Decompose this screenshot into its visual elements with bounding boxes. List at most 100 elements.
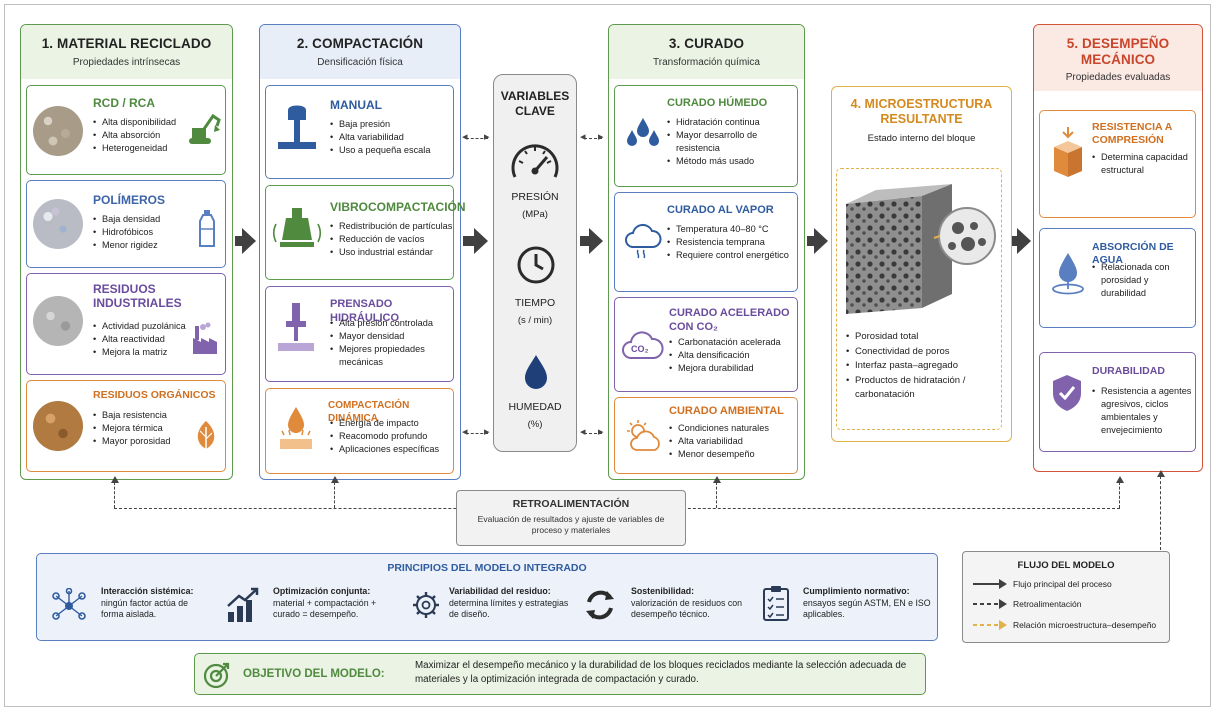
card-curado-humedo: CURADO HÚMEDO Hidratación continua Mayor… bbox=[614, 85, 798, 187]
drops-icon bbox=[627, 118, 659, 146]
growth-chart-icon bbox=[227, 587, 259, 622]
card-bullets: Alta presión controlada Mayor densidad M… bbox=[330, 317, 448, 369]
flow-arrow bbox=[235, 236, 243, 246]
network-icon bbox=[52, 588, 86, 620]
hand-tamper-icon bbox=[278, 105, 316, 149]
column-title: 3. CURADO bbox=[668, 36, 745, 51]
co2-label: CO₂ bbox=[631, 344, 649, 354]
column-header: 1. MATERIAL RECICLADO Propiedades intrín… bbox=[21, 25, 232, 79]
flow-arrow bbox=[807, 236, 815, 246]
legend-title: FLUJO DEL MODELO bbox=[1017, 560, 1115, 571]
link-arrow-label: ▸ bbox=[598, 131, 604, 143]
bullet: Mejora durabilidad bbox=[669, 362, 781, 375]
feedback-arrow-head bbox=[111, 476, 119, 483]
bullet: Mejora la matriz bbox=[93, 346, 186, 359]
water-absorb-icon bbox=[1052, 253, 1084, 295]
flow-arrow bbox=[463, 236, 475, 246]
flow-arrow-head bbox=[474, 228, 488, 254]
column-subtitle: Densificación física bbox=[317, 57, 403, 68]
card-residuos-organicos: RESIDUOS ORGÁNICOS Baja resistencia Mejo… bbox=[26, 380, 226, 472]
bullet: Condiciones naturales bbox=[669, 422, 769, 435]
card-bullets: Hidratación continua Mayor desarrollo de… bbox=[667, 116, 791, 168]
bullet: Aplicaciones específicas bbox=[330, 443, 439, 456]
card-curado-acelerado-co2: CO₂ CURADO ACELERADO CON CO₂ Carbonataci… bbox=[614, 297, 798, 392]
target-icon bbox=[203, 662, 230, 689]
excavator-icon bbox=[189, 113, 221, 144]
column-header: 3. CURADO Transformación química bbox=[609, 25, 804, 79]
principle-text: Cumplimiento normativo: ensayos según AS… bbox=[803, 586, 931, 621]
clock-icon bbox=[517, 246, 555, 284]
card-prensado-hidraulico: PRENSADO HIDRÁULICO Alta presión control… bbox=[265, 286, 454, 382]
card-bullets: Resistencia a agentes agresivos, ciclos … bbox=[1092, 385, 1192, 437]
card-title: CURADO HÚMEDO bbox=[667, 97, 768, 109]
principles-title: PRINCIPIOS DEL MODELO INTEGRADO bbox=[387, 562, 587, 574]
link-arrow-label: ◂ bbox=[462, 131, 468, 143]
card-title: DURABILIDAD bbox=[1092, 365, 1165, 377]
card-manual: MANUAL Baja presión Alta variabilidad Us… bbox=[265, 85, 454, 179]
impact-icon bbox=[280, 407, 312, 449]
column-subtitle: Transformación química bbox=[653, 57, 760, 68]
bullet: Requiere control energético bbox=[667, 249, 791, 262]
legend-label: Flujo principal del proceso bbox=[1013, 579, 1112, 589]
variable-label: TIEMPO bbox=[514, 297, 556, 309]
card-curado-ambiental: CURADO AMBIENTAL Condiciones naturales A… bbox=[614, 397, 798, 474]
feedback-arrow-head bbox=[331, 476, 339, 483]
card-bullets: Baja presión Alta variabilidad Uso a peq… bbox=[330, 118, 430, 157]
bottle-icon bbox=[199, 210, 215, 247]
bullet: Mayor desarrollo de resistencia bbox=[667, 129, 791, 155]
card-rcd-rca: RCD / RCA Alta disponibilidad Alta absor… bbox=[26, 85, 226, 175]
bullet: Menor rigidez bbox=[93, 239, 160, 252]
link-arrow-label: ▸ bbox=[598, 426, 604, 438]
microstructure-inner-box bbox=[836, 168, 1002, 430]
card-title: MANUAL bbox=[330, 98, 382, 112]
feedback-title: RETROALIMENTACIÓN bbox=[512, 498, 630, 510]
gauge-icon bbox=[511, 144, 559, 178]
card-bullets: Relacionada con porosidad y durabilidad bbox=[1092, 261, 1188, 300]
bullet: Baja presión bbox=[330, 118, 430, 131]
feedback-box: RETROALIMENTACIÓN Evaluación de resultad… bbox=[456, 490, 686, 546]
principle-bold: Variabilidad del residuo: bbox=[449, 586, 551, 596]
card-vibrocompactacion: VIBROCOMPACTACIÓN Redistribución de part… bbox=[265, 185, 466, 280]
card-bullets: Baja resistencia Mejora térmica Mayor po… bbox=[93, 409, 170, 448]
leaf-icon bbox=[197, 421, 215, 449]
card-bullets: Redistribución de partículas Reducción d… bbox=[330, 220, 452, 259]
principle-bold: Sostenibilidad: bbox=[631, 586, 695, 596]
flow-arrow-head bbox=[1017, 228, 1031, 254]
porous-block-icon bbox=[846, 184, 996, 314]
flow-arrow-head bbox=[814, 228, 828, 254]
card-bullets: Actividad puzolánica Alta reactividad Me… bbox=[93, 320, 186, 359]
link-arrow-label: ◂ bbox=[462, 426, 468, 438]
card-title: CURADO ACELERADO CON CO₂ bbox=[669, 307, 790, 333]
objective-box: OBJETIVO DEL MODELO: Maximizar el desemp… bbox=[194, 653, 926, 695]
feedback-arrow-head bbox=[1157, 470, 1165, 477]
vibrator-icon bbox=[272, 208, 322, 247]
card-title: VIBROCOMPACTACIÓN bbox=[330, 200, 466, 214]
column-subtitle: Estado interno del bloque bbox=[867, 133, 976, 144]
organic-fiber-image bbox=[33, 401, 83, 451]
bullet: Alta absorción bbox=[93, 129, 176, 142]
link-arrow bbox=[466, 138, 488, 139]
card-resistencia-compresion: RESISTENCIA A COMPRESIÓN Determina capac… bbox=[1039, 110, 1196, 218]
sun-cloud-icon bbox=[627, 420, 660, 451]
diagram-frame bbox=[4, 4, 1211, 707]
column-header: 2. COMPACTACIÓN Densificación física bbox=[260, 25, 460, 79]
principle-text: Variabilidad del residuo: determina lími… bbox=[449, 586, 573, 621]
water-drop-icon bbox=[525, 355, 547, 389]
card-bullets: Condiciones naturales Alta variabilidad … bbox=[669, 422, 769, 461]
bullet: Porosidad total bbox=[846, 330, 996, 345]
objective-label: OBJETIVO DEL MODELO: bbox=[243, 668, 385, 680]
card-compactacion-dinamica: COMPACTACIÓN DINÁMICA Energía de impacto… bbox=[265, 388, 454, 474]
card-title: CURADO AL VAPOR bbox=[667, 204, 774, 216]
bullet: Alta variabilidad bbox=[669, 435, 769, 448]
column-title: 4. MICROESTRUCTURA RESULTANTE bbox=[850, 97, 993, 126]
clipboard-icon bbox=[763, 586, 789, 621]
bullet: Alta variabilidad bbox=[330, 131, 430, 144]
card-title: POLÍMEROS bbox=[93, 193, 166, 207]
flow-arrow bbox=[580, 236, 590, 246]
principles-box: PRINCIPIOS DEL MODELO INTEGRADO Interacc… bbox=[36, 553, 938, 641]
bullet: Temperatura 40–80 °C bbox=[667, 223, 791, 236]
legend-label: Relación microestructura–desempeño bbox=[1013, 620, 1157, 630]
card-title: RESIDUOS INDUSTRIALES bbox=[93, 282, 182, 310]
feedback-line bbox=[114, 482, 115, 508]
column-title: 5. DESEMPEÑO MECÁNICO bbox=[1066, 36, 1170, 67]
